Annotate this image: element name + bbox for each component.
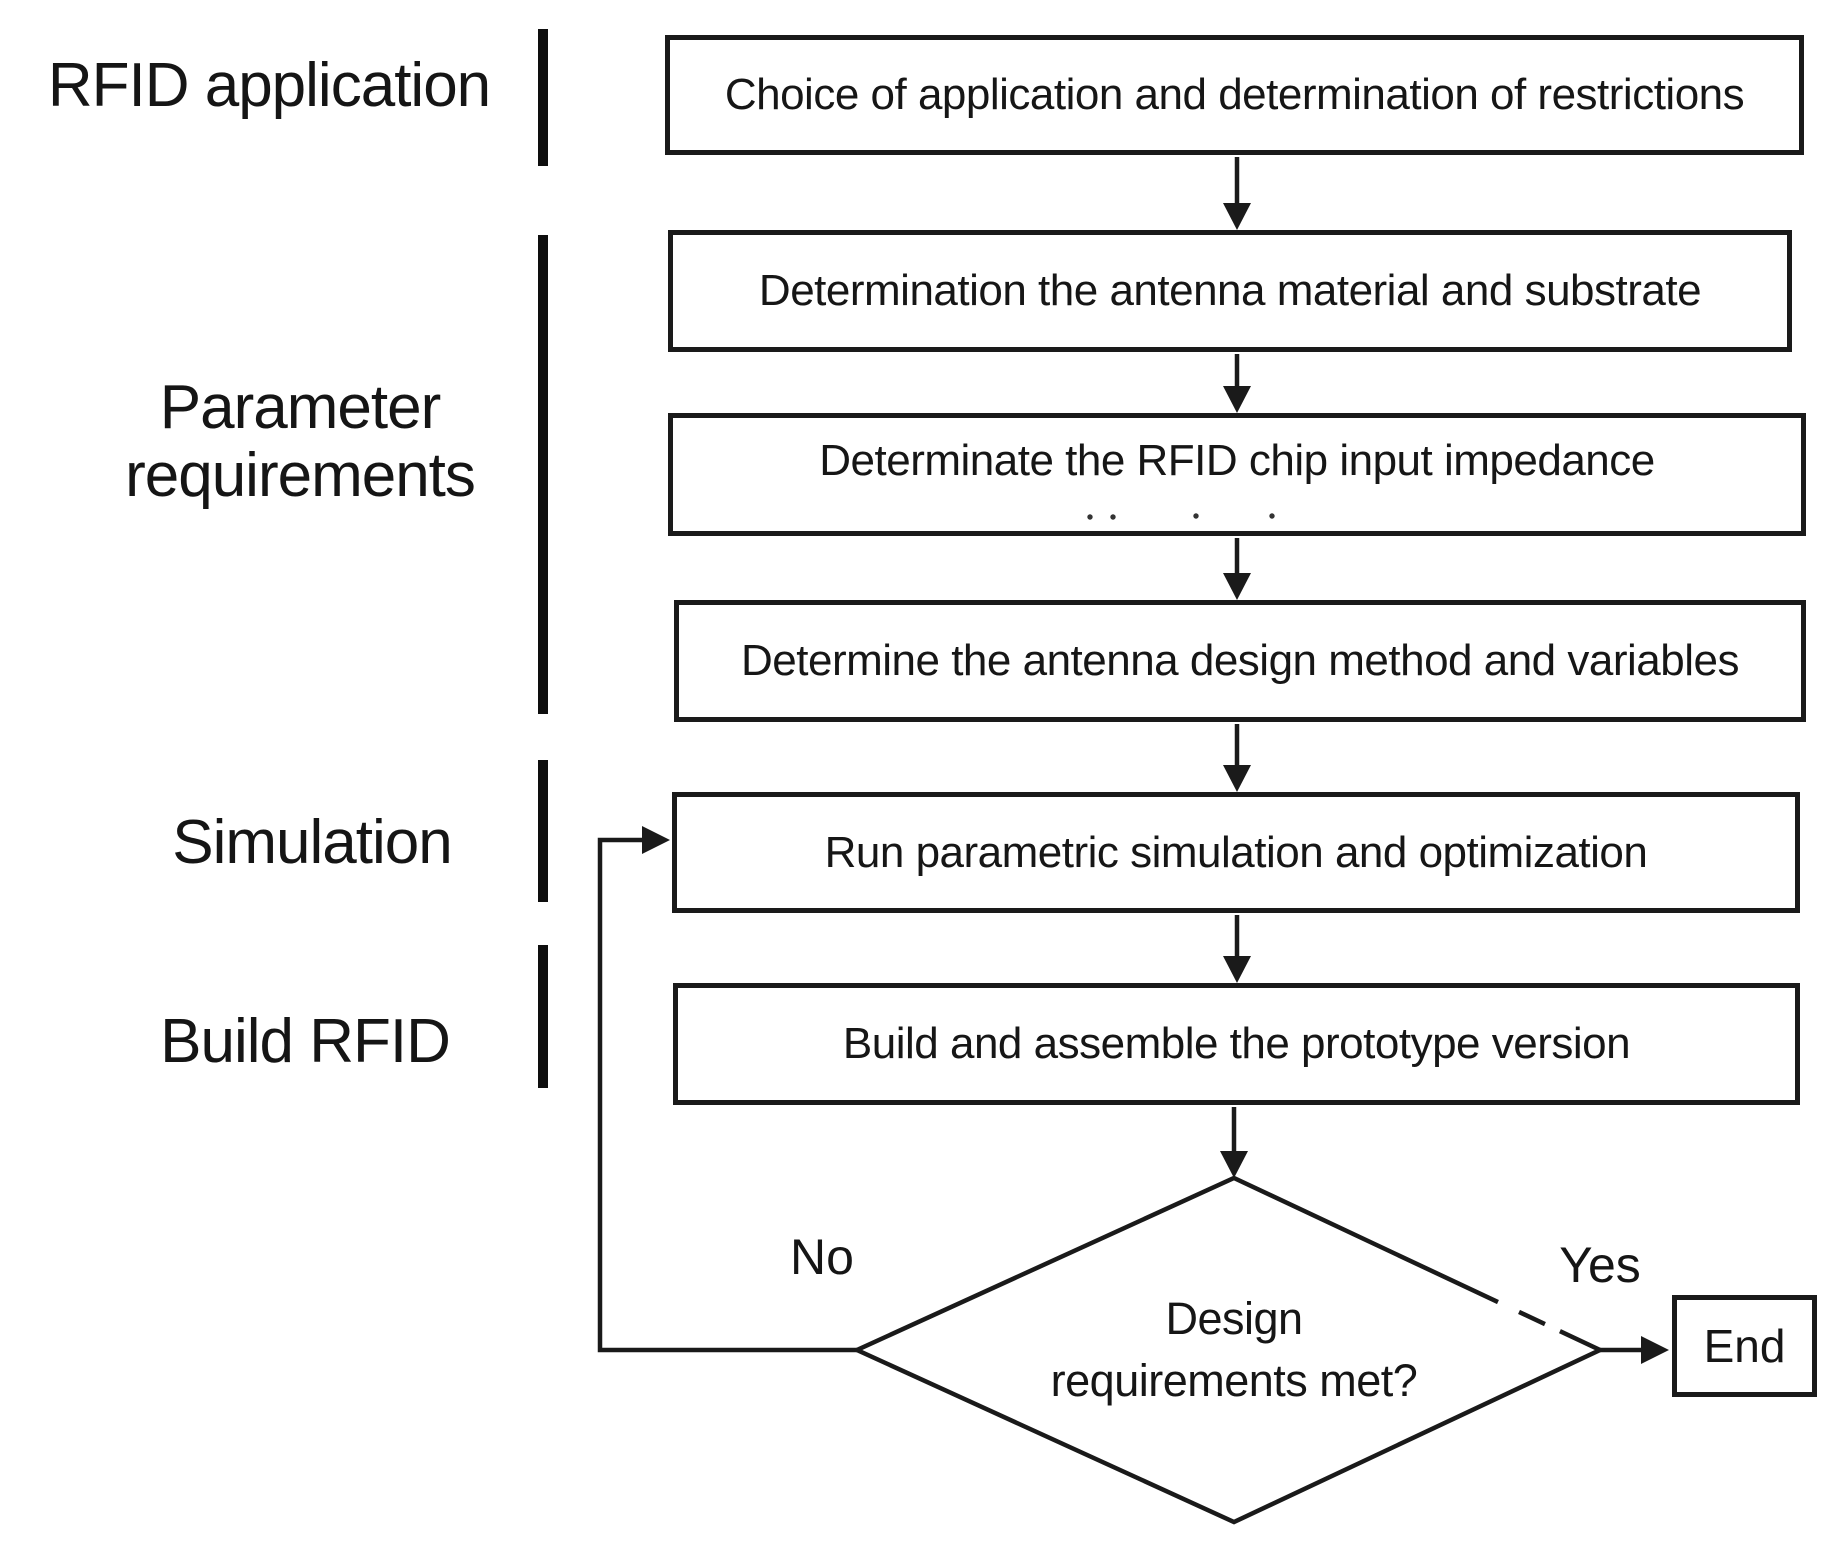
stage-divider-simulation (538, 760, 548, 902)
yes-arrow-head (1641, 1336, 1669, 1364)
box-choice-of-application: Choice of application and determination … (665, 35, 1804, 155)
stage-label-build-rfid: Build RFID (160, 1007, 451, 1076)
stage-divider-parameter-requirements (538, 235, 548, 714)
decision-label: Design requirements met? (934, 1288, 1534, 1412)
arrow-4-head (1223, 765, 1251, 792)
box-run-simulation: Run parametric simulation and optimizati… (672, 792, 1800, 913)
box-chip-input-impedance-label: Determinate the RFID chip input impedanc… (819, 435, 1655, 485)
stage-label-simulation: Simulation (172, 808, 452, 877)
box-antenna-material-substrate-label: Determination the antenna material and s… (758, 266, 1702, 315)
box-chip-input-impedance: Determinate the RFID chip input impedanc… (668, 413, 1806, 536)
feedback-arrow-head (642, 826, 670, 854)
arrow-1-head (1223, 203, 1251, 230)
stage-label-parameter-requirements: Parameter requirements (125, 373, 476, 510)
arrow-2-head (1223, 386, 1251, 413)
branch-label-yes: Yes (1559, 1237, 1641, 1293)
box-design-method-variables: Determine the antenna design method and … (674, 600, 1806, 722)
branch-label-no: No (790, 1229, 854, 1285)
stage-label-rfid-application: RFID application (47, 51, 491, 120)
box-run-simulation-label: Run parametric simulation and optimizati… (824, 827, 1648, 877)
end-node: End (1672, 1295, 1817, 1397)
arrow-5-head (1223, 956, 1251, 983)
end-node-label: End (1703, 1320, 1786, 1372)
stage-divider-build-rfid (538, 945, 548, 1088)
stage-divider-rfid-application (538, 29, 548, 166)
box-antenna-material-substrate: Determination the antenna material and s… (668, 230, 1792, 352)
box-build-prototype: Build and assemble the prototype version (673, 983, 1800, 1105)
arrow-3-head (1223, 573, 1251, 600)
box-choice-of-application-label: Choice of application and determination … (724, 70, 1745, 119)
decision-label-line1: Design (1165, 1293, 1303, 1344)
arrow-6-head (1220, 1151, 1248, 1178)
box-design-method-variables-label: Determine the antenna design method and … (741, 636, 1739, 685)
decision-label-line2: requirements met? (1050, 1355, 1418, 1406)
box-build-prototype-label: Build and assemble the prototype version (842, 1019, 1631, 1068)
